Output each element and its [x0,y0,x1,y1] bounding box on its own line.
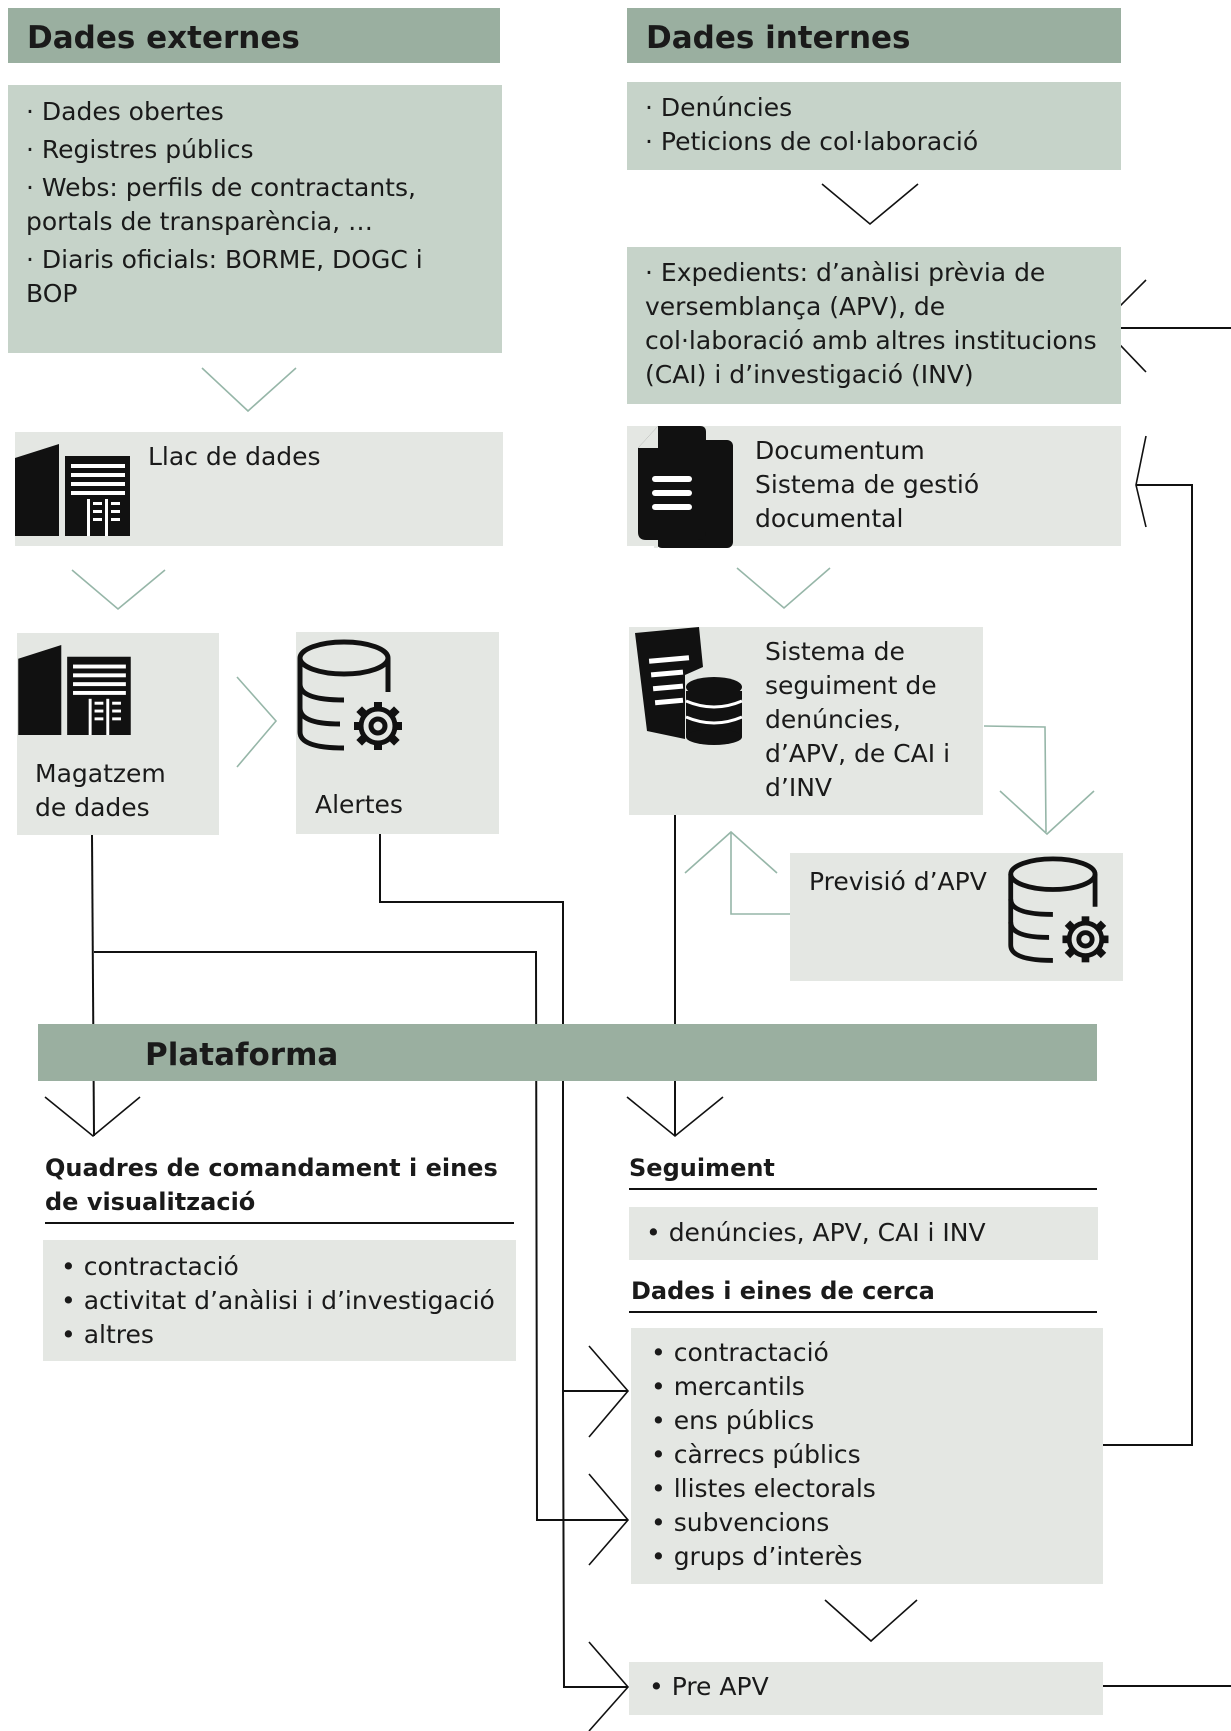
forecast-to-tracking-line [730,832,790,915]
list-item: col·laboració amb altres institucions [645,326,1097,355]
database-gear-icon [1008,856,1109,963]
pre-apv-box: • Pre APV [629,1662,1103,1715]
flow-chevron [44,1096,141,1138]
external-data-title: Dades externes [27,20,300,56]
flow-chevron [1135,435,1147,528]
platform-title: Plataforma [145,1037,339,1073]
flow-chevron [999,790,1095,836]
flow-chevron [736,567,831,610]
external-data-header: Dades externes [8,8,500,63]
documentum-label: Documentum [755,436,925,465]
dashboards-title-line: de visualització [45,1188,256,1216]
documentum-label: documental [755,504,904,533]
warehouse-label: de dades [35,793,150,822]
warehouse-label: Magatzem [35,759,166,788]
monitoring-box: • denúncies, APV, CAI i INV [629,1207,1098,1260]
list-item: · Dades obertes [26,97,224,126]
list-item: • activitat d’anàlisi i d’investigació [61,1286,495,1315]
list-item: · Expedients: d’anàlisi prèvia de [645,258,1046,287]
warehouse-to-dashboards-line [91,834,95,1137]
document-icon [638,426,733,548]
list-item: versemblança (APV), de [645,292,946,321]
server-building-icon [15,444,130,536]
flow-chevron [71,569,166,611]
list-item: · Webs: perfils de contractants, [26,173,416,202]
tracking-label: denúncies, [765,705,901,734]
list-item: • subvencions [651,1508,830,1537]
list-item: • altres [61,1320,154,1349]
pre-apv-label: • Pre APV [649,1672,769,1701]
data-lake-label: Llac de dades [148,442,321,471]
platform-header: Plataforma [38,1024,1097,1081]
flow-chevron [201,367,297,413]
apv-forecast-label: Previsió d’APV [809,867,987,896]
warehouse-to-search-line [94,951,628,1521]
list-item: • denúncies, APV, CAI i INV [646,1218,986,1247]
alerts-box: Alertes [296,632,499,834]
tracking-label: Sistema de [765,637,905,666]
list-item: • càrrecs públics [651,1440,861,1469]
list-item: • ens públics [651,1406,815,1435]
external-sources-box: · Dades obertes · Registres públics · We… [8,85,502,353]
expedients-box: · Expedients: d’anàlisi prèvia de versem… [627,247,1121,404]
server-building-icon [18,645,131,735]
search-title: Dades i eines de cerca [631,1277,935,1305]
list-item: • llistes electorals [651,1474,876,1503]
dashboards-title: Quadres de comandament i eines de visual… [45,1151,498,1219]
list-item: (CAI) i d’investigació (INV) [645,360,974,389]
tracking-label: d’APV, de CAI i [765,739,951,768]
list-item: • contractació [651,1338,829,1367]
tracking-to-forecast-line [983,725,1047,833]
monitoring-title: Seguiment [629,1154,775,1182]
list-item: · Peticions de col·laboració [645,127,979,156]
internal-data-title: Dades internes [646,20,911,56]
flow-chevron [824,1599,918,1643]
search-box: • contractació • mercantils • ens públic… [631,1328,1103,1584]
tracking-label: seguiment de [765,671,937,700]
internal-sources-box: · Denúncies · Peticions de col·laboració [627,82,1121,170]
search-to-documentum-line [1102,484,1193,1446]
list-item: BOP [26,279,78,308]
list-item: · Denúncies [645,93,793,122]
report-database-icon [635,627,743,745]
list-item: portals de transparència, … [26,207,373,236]
list-item: · Diaris oficials: BORME, DOGC i [26,245,423,274]
flow-chevron [236,676,278,768]
alerts-connector-line [379,833,628,1392]
documentum-label: Sistema de gestió [755,470,980,499]
database-gear-icon [297,639,402,751]
list-item: • grups d’interès [651,1542,863,1571]
list-item: · Registres públics [26,135,254,164]
alerts-label: Alertes [315,790,403,819]
flow-chevron [821,183,919,226]
alerts-to-preapv-line [562,1390,628,1688]
list-item: • mercantils [651,1372,805,1401]
tracking-label: d’INV [765,773,832,802]
apv-forecast-box: Previsió d’APV [790,853,1123,981]
internal-data-header: Dades internes [627,8,1121,63]
dashboards-box: • contractació • activitat d’anàlisi i d… [43,1240,516,1361]
dashboards-title-line: Quadres de comandament i eines [45,1154,498,1182]
list-item: • contractació [61,1252,239,1281]
